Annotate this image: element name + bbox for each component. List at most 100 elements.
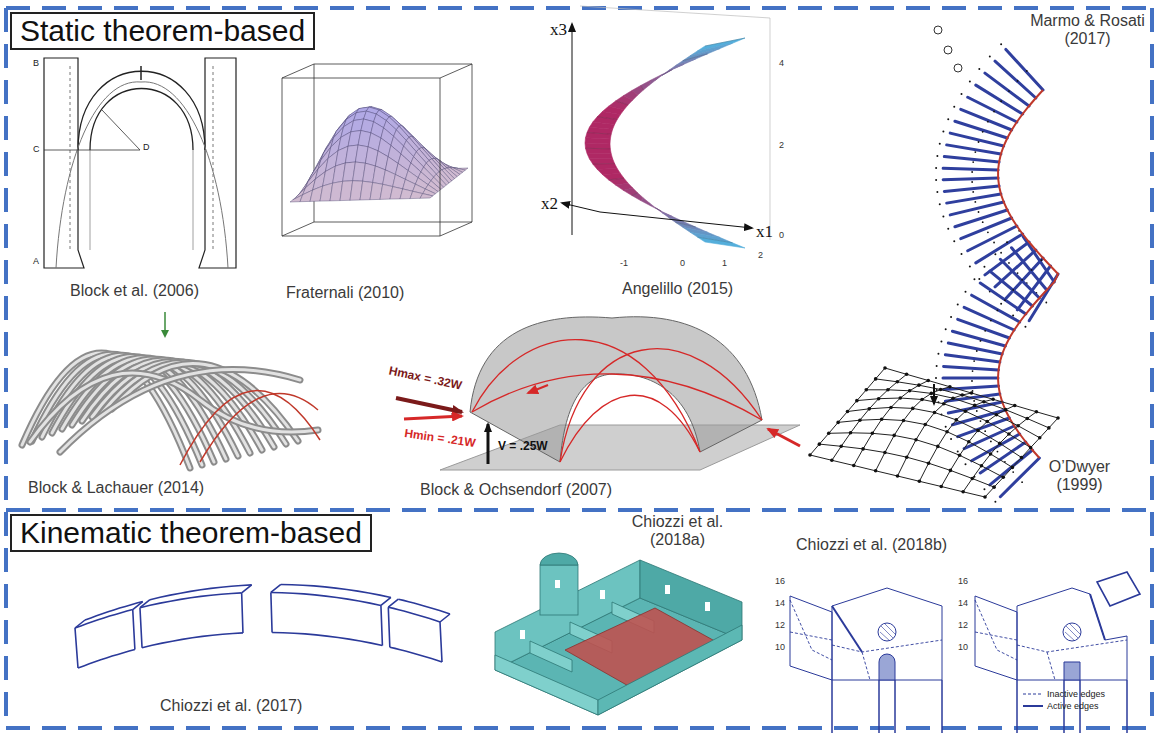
net-node bbox=[1016, 424, 1020, 428]
block-outline bbox=[75, 602, 143, 668]
illustration-part bbox=[580, 6, 770, 240]
thrust-strut bbox=[944, 186, 999, 191]
net-node bbox=[980, 464, 984, 468]
net-node bbox=[808, 453, 812, 457]
block-outline bbox=[388, 599, 450, 662]
point-label: D bbox=[143, 142, 150, 152]
illustration-part bbox=[472, 340, 762, 462]
illustration-part bbox=[282, 64, 472, 78]
net-node bbox=[1047, 426, 1051, 430]
point-dot bbox=[990, 440, 992, 442]
illustration-part bbox=[808, 366, 1060, 499]
point-dot bbox=[983, 488, 985, 490]
illustration-part bbox=[290, 107, 468, 202]
net-line bbox=[876, 379, 1049, 428]
helicoid-strip bbox=[655, 70, 672, 81]
net-node bbox=[849, 431, 853, 435]
illustration-part bbox=[56, 82, 228, 268]
axis-label: x3 bbox=[550, 20, 567, 40]
thrust-strut bbox=[950, 133, 1003, 146]
point-dot bbox=[972, 191, 974, 193]
point-dot bbox=[976, 350, 978, 352]
thrust-strut bbox=[1006, 49, 1043, 90]
point-dot bbox=[1000, 303, 1002, 305]
net-node bbox=[995, 413, 999, 417]
point-dot bbox=[993, 111, 995, 113]
helicoid-strip bbox=[662, 64, 684, 75]
illustration-part bbox=[540, 565, 578, 615]
point-dot bbox=[947, 228, 949, 230]
point-dot bbox=[994, 501, 996, 503]
net-node bbox=[967, 440, 971, 444]
legend-sample bbox=[1022, 690, 1044, 698]
illustration-part bbox=[282, 64, 472, 222]
net-line bbox=[810, 455, 985, 497]
force-label: Hmin = .21W bbox=[403, 427, 476, 451]
net-node bbox=[911, 407, 915, 411]
illustration-part bbox=[470, 317, 762, 462]
helicoid-strip bbox=[641, 198, 651, 206]
net-node bbox=[874, 469, 878, 473]
point-dot bbox=[974, 151, 976, 153]
net-node bbox=[918, 479, 922, 483]
net-line bbox=[941, 406, 1015, 487]
net-line bbox=[848, 407, 1022, 457]
tick-number: 16 bbox=[958, 576, 968, 586]
point-dot bbox=[983, 266, 985, 268]
helicoid-mesh bbox=[585, 148, 610, 150]
point-dot bbox=[978, 68, 980, 70]
illustration-part bbox=[530, 641, 572, 672]
point-dot bbox=[1040, 259, 1042, 261]
net-node bbox=[827, 431, 831, 435]
point-dot bbox=[953, 106, 955, 108]
thrust-strut bbox=[943, 168, 998, 170]
net-node bbox=[1007, 432, 1011, 436]
helicoid-strip bbox=[641, 80, 651, 90]
block-outline bbox=[140, 585, 252, 648]
illustration-part bbox=[164, 312, 166, 336]
net-line bbox=[819, 444, 994, 487]
point-dot bbox=[971, 171, 973, 173]
net-node bbox=[992, 485, 996, 489]
tick-number: 2 bbox=[779, 140, 784, 150]
wall-edge bbox=[975, 596, 1017, 680]
thrust-strut bbox=[1000, 259, 1039, 298]
point-dot bbox=[939, 143, 941, 145]
point-dot bbox=[980, 420, 982, 422]
inactive-edge bbox=[790, 600, 942, 680]
net-node bbox=[985, 420, 989, 424]
author-label: Chiozzi et al. (2018b) bbox=[796, 536, 947, 554]
net-line bbox=[866, 390, 1040, 438]
legend-text: Inactive edges bbox=[1047, 689, 1105, 699]
point-dot bbox=[1000, 43, 1002, 45]
helicoid-strip bbox=[589, 159, 614, 164]
point-dot bbox=[1026, 70, 1028, 72]
illustration-part bbox=[314, 64, 472, 222]
net-node bbox=[1001, 475, 1005, 479]
illustration-part bbox=[6, 8, 1152, 728]
legend-row: Active edges bbox=[1022, 700, 1105, 712]
net-node bbox=[961, 490, 965, 494]
net-node bbox=[991, 397, 995, 401]
helicoid-strip bbox=[632, 193, 643, 201]
thrust-strut bbox=[1012, 248, 1047, 290]
illustration-part bbox=[520, 580, 710, 639]
net-node bbox=[954, 418, 958, 422]
illustration-part bbox=[1150, 8, 1154, 728]
net-node bbox=[858, 418, 862, 422]
illustration-part bbox=[44, 58, 236, 268]
illustration-part bbox=[78, 71, 205, 150]
wall-edge bbox=[879, 654, 895, 733]
point-dot bbox=[978, 211, 980, 213]
point-dot bbox=[994, 253, 996, 255]
axis-label: x1 bbox=[756, 222, 773, 242]
wall-edge bbox=[790, 596, 832, 680]
point-dot bbox=[945, 328, 947, 330]
point-dot bbox=[950, 316, 952, 318]
illustration-part bbox=[562, 24, 752, 235]
point-dot bbox=[947, 118, 949, 120]
point-label: A bbox=[33, 256, 39, 266]
block-outline bbox=[78, 650, 135, 668]
point-dot bbox=[997, 451, 999, 453]
illustration-part bbox=[396, 385, 800, 464]
